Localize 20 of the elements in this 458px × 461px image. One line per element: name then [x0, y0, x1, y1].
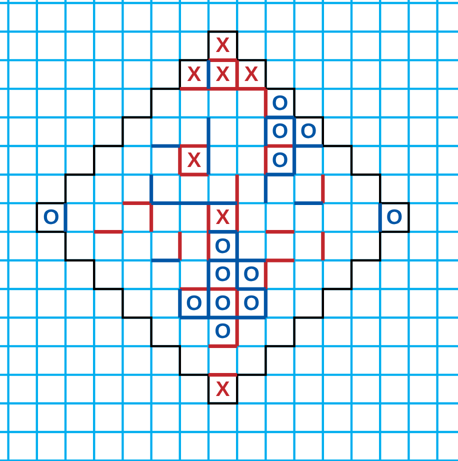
- cross-mark: X: [244, 64, 258, 85]
- circle-mark: O: [243, 264, 260, 286]
- cross-mark: X: [216, 64, 230, 85]
- circle-mark: O: [272, 121, 288, 142]
- circle-mark: O: [214, 236, 231, 257]
- cross-mark: X: [216, 35, 230, 56]
- circle-mark: O: [214, 321, 231, 342]
- cross-mark: X: [187, 64, 202, 85]
- circle-mark: O: [43, 207, 60, 228]
- circle-mark: O: [214, 264, 231, 286]
- cross-mark: X: [216, 207, 230, 228]
- circle-mark: O: [272, 92, 288, 114]
- circle-mark: O: [243, 292, 260, 314]
- circle-mark: O: [214, 292, 231, 314]
- circle-mark: O: [186, 292, 202, 314]
- cross-mark: X: [216, 378, 230, 400]
- circle-mark: O: [272, 150, 288, 171]
- circle-mark: O: [300, 121, 317, 142]
- cross-mark: X: [187, 150, 202, 171]
- circle-mark: O: [386, 207, 403, 228]
